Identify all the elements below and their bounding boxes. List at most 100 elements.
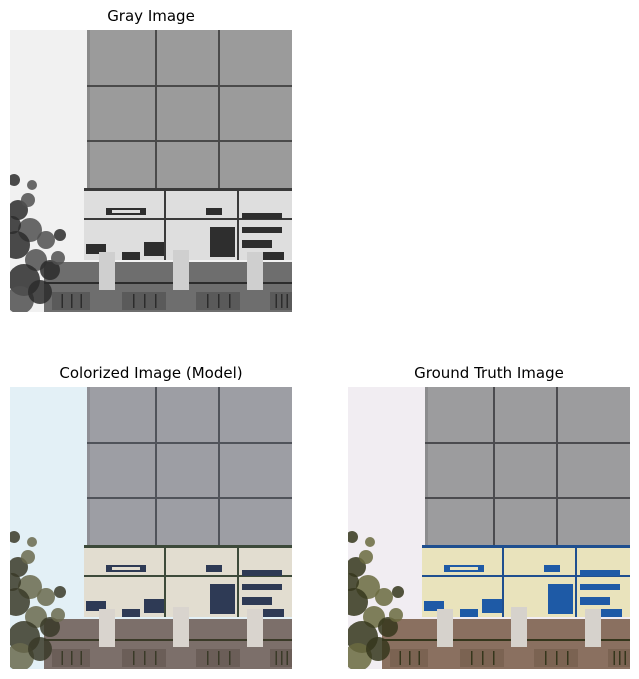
- tree-foliage: [10, 588, 30, 616]
- window: [242, 240, 272, 248]
- window: [460, 609, 478, 617]
- band-top-edge: [84, 188, 292, 191]
- panel-seam-h: [87, 497, 292, 499]
- window-mullion: [281, 294, 283, 308]
- window: [254, 609, 284, 617]
- tower-edge: [87, 387, 90, 547]
- tree-foliage: [365, 537, 375, 547]
- tree-foliage: [389, 608, 403, 622]
- window-mullion: [207, 294, 209, 308]
- wall-ledge: [44, 639, 292, 641]
- window-mullion: [275, 294, 277, 308]
- window-mullion: [218, 651, 220, 665]
- window-pane: [112, 567, 140, 570]
- band-divider: [237, 190, 239, 260]
- window-mullion: [229, 294, 231, 308]
- window: [210, 227, 235, 257]
- window-mullion: [207, 651, 209, 665]
- tree-foliage: [21, 550, 35, 564]
- tower-edge: [87, 30, 90, 190]
- window-mullion: [567, 651, 569, 665]
- band-mid-edge: [422, 575, 630, 577]
- band-divider: [575, 547, 577, 617]
- window: [86, 244, 106, 254]
- panel-seam-v: [493, 387, 495, 547]
- chimney: [99, 609, 115, 647]
- window: [242, 570, 282, 576]
- tree-foliage: [40, 260, 60, 280]
- tree-foliage: [10, 174, 20, 186]
- window-mullion: [80, 294, 82, 308]
- window-mullion: [399, 651, 401, 665]
- band-divider: [502, 547, 504, 617]
- chimney: [511, 607, 527, 647]
- window: [482, 599, 502, 613]
- band-divider: [164, 190, 166, 260]
- wall-ledge: [382, 639, 630, 641]
- window-mullion: [545, 651, 547, 665]
- tree-foliage: [37, 231, 55, 249]
- window-mullion: [409, 651, 411, 665]
- window: [580, 597, 610, 605]
- window-mullion: [471, 651, 473, 665]
- window: [544, 565, 560, 572]
- tower-facade: [87, 30, 292, 190]
- band-top-edge: [84, 545, 292, 548]
- window: [206, 565, 222, 572]
- panel-seam-h: [87, 140, 292, 142]
- tree-foliage: [54, 586, 66, 598]
- tower-facade: [87, 387, 292, 547]
- window-mullion: [155, 651, 157, 665]
- window-mullion: [482, 651, 484, 665]
- window: [206, 208, 222, 215]
- window-mullion: [556, 651, 558, 665]
- tree-foliage: [51, 608, 65, 622]
- window: [242, 227, 282, 233]
- colorized-image-title: Colorized Image (Model): [59, 364, 243, 382]
- tree-foliage: [366, 637, 390, 661]
- window-mullion: [286, 294, 288, 308]
- tree-foliage: [10, 231, 30, 259]
- gray-image-title: Gray Image: [107, 7, 195, 25]
- panel-seam-v: [218, 30, 220, 190]
- ground-truth-image: [348, 387, 630, 669]
- panel-seam-h: [87, 85, 292, 87]
- tree-foliage: [348, 588, 368, 616]
- tree-foliage: [28, 280, 52, 304]
- lower-band: [422, 547, 630, 617]
- tree-foliage: [10, 216, 21, 234]
- window-mullion: [418, 651, 420, 665]
- window: [86, 601, 106, 611]
- window: [242, 213, 282, 219]
- window-mullion: [144, 651, 146, 665]
- window-mullion: [624, 651, 626, 665]
- ground-truth-image-title: Ground Truth Image: [414, 364, 564, 382]
- gray-image: [10, 30, 292, 312]
- window: [122, 609, 140, 617]
- tree-foliage: [348, 643, 372, 669]
- window-mullion: [218, 294, 220, 308]
- window-mullion: [229, 651, 231, 665]
- window: [242, 584, 282, 590]
- tree-foliage: [51, 251, 65, 265]
- chimney: [585, 609, 601, 647]
- window: [548, 584, 573, 614]
- chimney: [173, 607, 189, 647]
- window-mullion: [155, 294, 157, 308]
- tree-foliage: [359, 550, 373, 564]
- window: [592, 609, 622, 617]
- window-pane: [450, 567, 478, 570]
- tree-foliage: [10, 573, 21, 591]
- tree-foliage: [21, 193, 35, 207]
- colorized-image: [10, 387, 292, 669]
- tree-foliage: [348, 573, 359, 591]
- wall-ledge: [44, 282, 292, 284]
- tree-foliage: [27, 180, 37, 190]
- window-mullion: [275, 651, 277, 665]
- tree-foliage: [392, 586, 404, 598]
- tree-foliage: [37, 588, 55, 606]
- tree-foliage: [378, 617, 398, 637]
- tree-foliage: [10, 286, 34, 312]
- window: [424, 601, 444, 611]
- window-mullion: [144, 294, 146, 308]
